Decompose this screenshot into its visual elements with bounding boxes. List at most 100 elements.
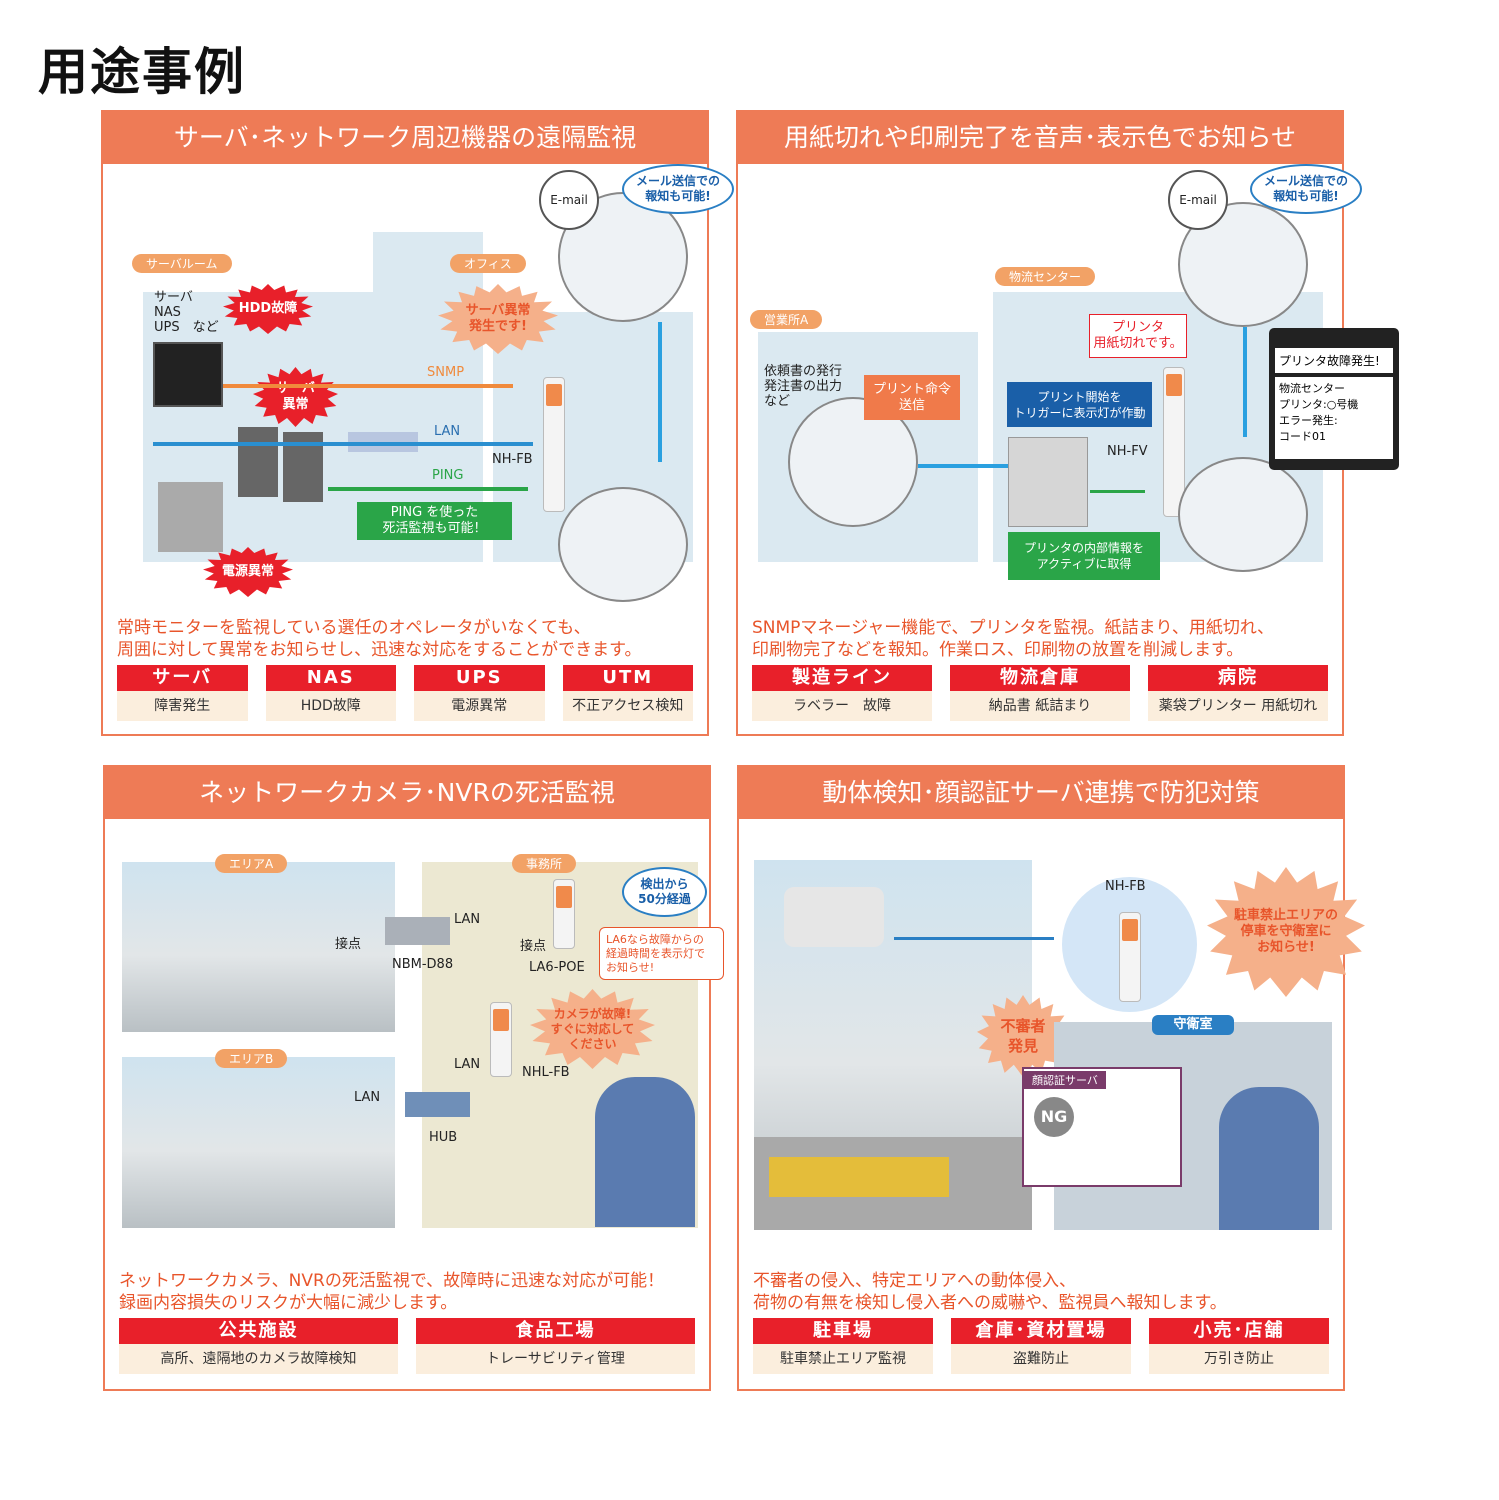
- tag-detail: 万引き防止: [1149, 1344, 1329, 1374]
- panel-camera-monitoring: ネットワークカメラ･NVRの死活監視 エリアA 事務所 エリアB 接点 NBM-…: [103, 765, 724, 1391]
- label-logistics-center: 物流センター: [995, 267, 1096, 286]
- label-server-room: サーバルーム: [132, 254, 232, 273]
- la6-signal-tower-icon: [553, 879, 575, 949]
- tag-name: サーバ: [117, 665, 248, 691]
- tag-public-facility: 公共施設高所、遠隔地のカメラ故障検知: [119, 1318, 398, 1374]
- panel-security: 動体検知･顔認証サーバ連携で防犯対策 NH-FB 駐車禁止エリアの 停車を守衛室…: [737, 765, 1365, 1391]
- lan-line: [918, 464, 1008, 468]
- paper-out-note: プリンタ 用紙切れです。: [1089, 314, 1187, 358]
- tag-name: 公共施設: [119, 1318, 398, 1344]
- la6-note: LA6なら故障からの 経過時間を表示灯で お知らせ!: [599, 927, 724, 980]
- operator-illustration: [558, 487, 688, 602]
- notification-body: 物流センター プリンタ:○号機 エラー発生: コード01: [1275, 377, 1393, 459]
- panel-title: サーバ･ネットワーク周辺機器の遠隔監視: [103, 112, 707, 164]
- label-lan: LAN: [434, 424, 461, 439]
- area-a-photo: [122, 862, 395, 1032]
- label-area-b: エリアB: [215, 1049, 288, 1068]
- tag-detail: 不正アクセス検知: [562, 691, 693, 721]
- ping-note: PING を使った 死活監視も可能！: [357, 502, 512, 540]
- lan-line: [153, 442, 533, 446]
- tag-detail: トレーサビリティ管理: [416, 1344, 695, 1374]
- tag-name: 小売･店舗: [1149, 1318, 1329, 1344]
- tag-detail: 駐車禁止エリア監視: [753, 1344, 933, 1374]
- panel-description: 不審者の侵入、特定エリアへの動体侵入、 荷物の有無を検知し侵入者への威嚇や、監視…: [753, 1271, 1227, 1313]
- tag-manufacturing: 製造ラインラベラー 故障: [752, 665, 932, 721]
- label-lan: LAN: [354, 1090, 381, 1105]
- tag-name: NAS: [265, 665, 396, 691]
- tag-detail: 障害発生: [117, 691, 248, 721]
- tag-warehouse: 物流倉庫納品書 紙詰まり: [950, 665, 1130, 721]
- mail-note: メール送信での 報知も可能!: [1250, 164, 1362, 214]
- tag-detail: 高所、遠隔地のカメラ故障検知: [119, 1344, 398, 1374]
- label-hub: HUB: [429, 1130, 458, 1145]
- face-server-box: 顔認証サーバ NG: [1022, 1067, 1182, 1187]
- detection-arrow: [894, 937, 1054, 940]
- label-nhl: NHL-FB: [522, 1065, 570, 1080]
- tag-parking: 駐車場駐車禁止エリア監視: [753, 1318, 933, 1374]
- tag-hospital: 病院薬袋プリンター 用紙切れ: [1148, 665, 1328, 721]
- tag-name: 駐車場: [753, 1318, 933, 1344]
- data-arrow: [1090, 490, 1145, 493]
- server-icon: [238, 427, 278, 497]
- email-bubble: E-mail: [539, 170, 599, 230]
- panel-server-monitoring: サーバ･ネットワーク周辺機器の遠隔監視 サーバルーム オフィス サーバ NAS …: [101, 110, 734, 736]
- tag-food-factory: 食品工場トレーサビリティ管理: [416, 1318, 695, 1374]
- notify-arrow: [658, 322, 662, 462]
- tag-detail: 盗難防止: [951, 1344, 1131, 1374]
- active-info-note: プリンタの内部情報を アクティブに取得: [1008, 532, 1160, 580]
- snmp-arrow: [223, 384, 513, 388]
- tag-name: UPS: [414, 665, 545, 691]
- nbm-device-icon: [385, 917, 450, 945]
- panel-printer-notification: 用紙切れや印刷完了を音声･表示色でお知らせ 営業所A 物流センター 依頼書の発行…: [736, 110, 1399, 736]
- tag-name: 病院: [1148, 665, 1328, 691]
- face-server-label: 顔認証サーバ: [1024, 1071, 1106, 1089]
- tag-row: 駐車場駐車禁止エリア監視 倉庫･資材置場盗難防止 小売･店舗万引き防止: [753, 1318, 1329, 1374]
- mail-note: メール送信での 報知も可能!: [622, 164, 734, 214]
- label-sales-office: 営業所A: [750, 310, 823, 329]
- guard-illustration: [1219, 1087, 1319, 1230]
- signal-tower-icon: [1163, 367, 1185, 517]
- tag-name: 物流倉庫: [950, 665, 1130, 691]
- tag-name: UTM: [562, 665, 693, 691]
- tag-name: 食品工場: [416, 1318, 695, 1344]
- ng-face-icon: NG: [1034, 1097, 1074, 1137]
- ups-icon: [158, 482, 223, 552]
- camera-icon: [784, 887, 884, 947]
- label-model: NH-FB: [492, 452, 533, 467]
- label-snmp: SNMP: [427, 365, 465, 380]
- panel-description: SNMPマネージャー機能で、プリンタを監視。紙詰まり、用紙切れ、 印刷物完了など…: [752, 618, 1275, 660]
- server-rack-icon: [153, 342, 223, 407]
- label-lan: LAN: [454, 912, 481, 927]
- tag-name: 製造ライン: [752, 665, 932, 691]
- trigger-note: プリント開始を トリガーに表示灯が作動: [1007, 382, 1152, 427]
- panel-title: 用紙切れや印刷完了を音声･表示色でお知らせ: [738, 112, 1342, 164]
- label-office: オフィス: [450, 254, 526, 273]
- print-command-note: プリント命令 送信: [864, 375, 960, 420]
- panel-title: ネットワークカメラ･NVRの死活監視: [105, 767, 709, 819]
- label-office: 事務所: [512, 854, 577, 873]
- label-devices: サーバ NAS UPS など: [154, 290, 219, 335]
- operator-illustration: [595, 1077, 695, 1227]
- panel-title: 動体検知･顔認証サーバ連携で防犯対策: [739, 767, 1343, 819]
- tag-detail: 納品書 紙詰まり: [950, 691, 1130, 721]
- label-work: 依頼書の発行 発注書の出力 など: [764, 364, 843, 409]
- tag-detail: HDD故障: [265, 691, 396, 721]
- guard-room-label: 守衛室: [1152, 1015, 1234, 1035]
- nhl-signal-tower-icon: [490, 1002, 512, 1077]
- page-title: 用途事例: [38, 43, 246, 101]
- parking-note-burst: 駐車禁止エリアの 停車を守衛室に お知らせ!: [1207, 867, 1365, 997]
- notification-card: プリンタ故障発生! 物流センター プリンタ:○号機 エラー発生: コード01: [1269, 328, 1399, 470]
- printer-icon: [1008, 437, 1088, 527]
- signal-tower-icon: [1119, 912, 1141, 1002]
- label-contact: 接点: [520, 939, 547, 954]
- label-la6: LA6-POE: [529, 960, 585, 975]
- label-contact: 接点: [335, 937, 362, 952]
- label-model: NH-FB: [1105, 879, 1146, 894]
- tag-storage: 倉庫･資材置場盗難防止: [951, 1318, 1131, 1374]
- worker-illustration: [1178, 457, 1308, 572]
- tag-row: 公共施設高所、遠隔地のカメラ故障検知 食品工場トレーサビリティ管理: [119, 1318, 695, 1374]
- tag-detail: 電源異常: [414, 691, 545, 721]
- label-lan: LAN: [454, 1057, 481, 1072]
